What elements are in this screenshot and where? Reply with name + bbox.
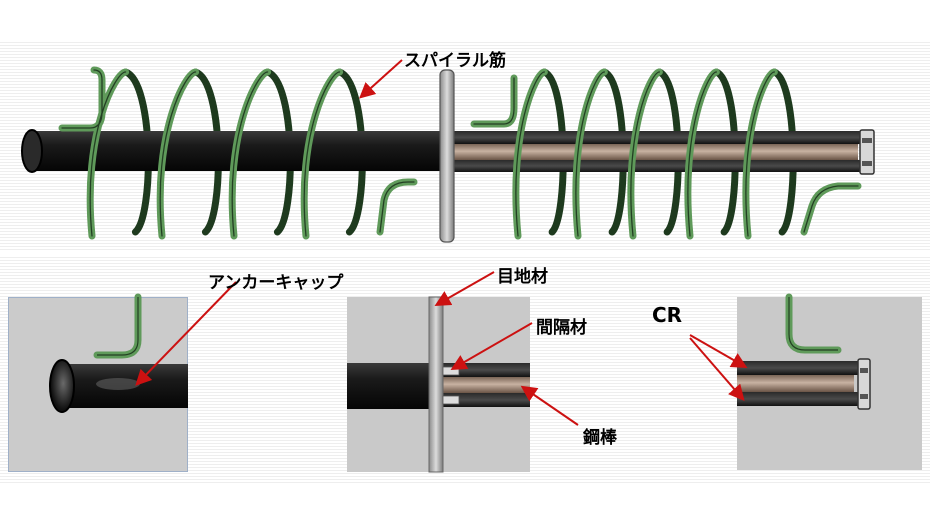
spiral-leader bbox=[359, 59, 403, 99]
right-coil-edge-1 bbox=[575, 71, 606, 237]
right-end-hook-edge bbox=[803, 185, 859, 233]
right-end-cap-slot-top bbox=[862, 138, 872, 143]
left-coil-edge-3 bbox=[303, 71, 341, 237]
left-end-hook bbox=[376, 178, 418, 236]
right-end-cap-slot-bottom bbox=[862, 161, 872, 166]
cr-label: CR bbox=[652, 303, 683, 327]
right-end-cap bbox=[859, 129, 875, 175]
right-steel-bar bbox=[452, 144, 858, 160]
right-sleeve-bottom bbox=[452, 160, 864, 172]
joint-detail-plate bbox=[428, 296, 444, 473]
steel-bar-leader bbox=[520, 385, 579, 426]
left-coil-edge-2 bbox=[231, 71, 269, 237]
spacer-label: 間隔材 bbox=[536, 318, 587, 338]
spiral-label: スパイラル筋 bbox=[404, 51, 506, 71]
joint-detail-sleeve-bottom bbox=[443, 393, 530, 407]
anchor-cap-label: アンカーキャップ bbox=[208, 273, 344, 293]
joint-material-leader bbox=[434, 271, 495, 306]
anchor-cap-highlight bbox=[96, 378, 140, 390]
left-coil-edge-1 bbox=[159, 71, 197, 237]
right-coil-edge-2 bbox=[630, 71, 661, 237]
right-start-hook bbox=[470, 74, 518, 128]
joint-detail-spacer-top bbox=[442, 366, 460, 376]
cr-detail-spiral bbox=[785, 293, 842, 354]
left-bar-end bbox=[21, 129, 43, 173]
cr-leader-bottom bbox=[689, 337, 745, 402]
spiral-front-edges bbox=[61, 69, 859, 237]
joint-material-label: 目地材 bbox=[497, 267, 548, 287]
left-start-hook bbox=[58, 66, 106, 132]
right-coil-edge-3 bbox=[687, 71, 718, 237]
cr-detail-steel bbox=[737, 375, 854, 392]
cr-leader-top bbox=[689, 334, 748, 368]
left-start-hook-edge bbox=[61, 69, 103, 129]
right-coil-edge-0 bbox=[515, 71, 546, 237]
anchor-detail-bar bbox=[60, 364, 188, 408]
joint-detail-left-bar bbox=[347, 363, 429, 409]
joint-plate bbox=[439, 69, 455, 243]
anchor-detail-spiral bbox=[93, 293, 142, 359]
cr-detail-sleeve-top bbox=[737, 361, 860, 375]
spacer-leader bbox=[450, 322, 533, 370]
right-end-hook bbox=[800, 182, 862, 236]
anchor-cap bbox=[49, 359, 75, 413]
cr-detail-sleeve-bottom bbox=[737, 392, 860, 406]
right-start-hook-edge bbox=[473, 77, 515, 125]
left-end-hook-edge bbox=[379, 181, 415, 233]
right-coil-edge-4 bbox=[745, 71, 776, 237]
steel-bar-label: 鋼棒 bbox=[583, 428, 617, 448]
joint-detail-steel bbox=[429, 377, 530, 393]
right-sleeve-top bbox=[452, 131, 864, 144]
joint-detail-spacer-bottom bbox=[442, 395, 460, 405]
cr-detail-end-cap bbox=[857, 358, 871, 410]
anchor-cap-leader bbox=[135, 281, 237, 386]
